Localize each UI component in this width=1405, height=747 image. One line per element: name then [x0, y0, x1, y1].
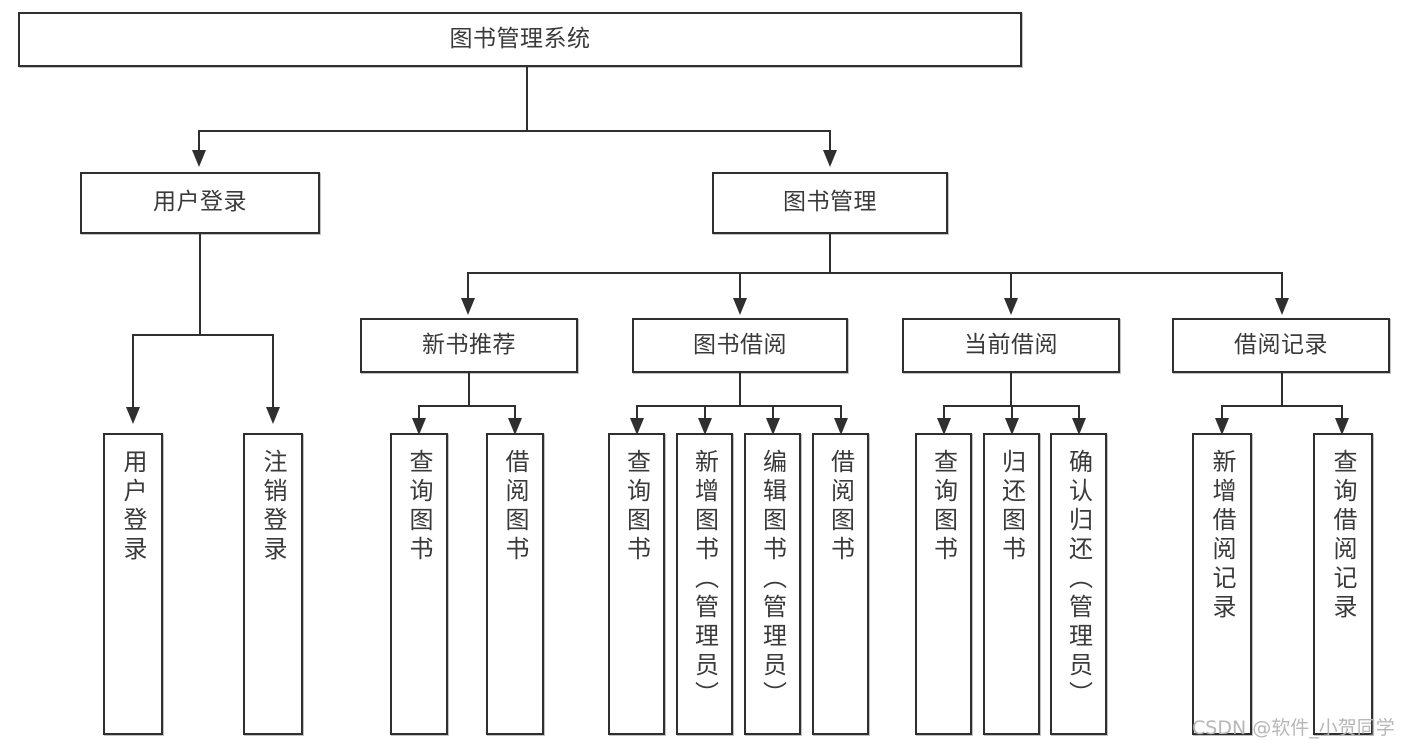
arrowhead-icon	[1072, 418, 1086, 435]
connector-current-borrow-stem	[1010, 373, 1012, 407]
connector-book-manage-drop-2	[739, 272, 741, 302]
connector-root-to-user-login	[198, 130, 200, 155]
node-user-login[interactable]: 用户登录	[80, 172, 320, 234]
leaf-query-book-current[interactable]: 查询图书	[915, 433, 972, 735]
arrowhead-icon	[1004, 298, 1018, 315]
node-label: 新书推荐	[422, 331, 516, 358]
leaf-add-book-admin[interactable]: 新增图书（管理员）	[676, 433, 733, 735]
connector-book-borrow-drop-1	[636, 405, 638, 425]
node-label: 图书管理系统	[449, 25, 591, 52]
leaf-return-book[interactable]: 归还图书	[983, 433, 1040, 735]
node-label: 查询借阅记录	[1329, 449, 1357, 623]
node-book-management[interactable]: 图书管理	[712, 172, 948, 234]
connector-book-borrow-drop-2	[704, 405, 706, 425]
connector-user-login-bar	[132, 334, 274, 336]
node-label: 查询图书	[622, 449, 651, 565]
connector-book-manage-stem	[829, 234, 831, 274]
node-label: 注销登录	[259, 449, 287, 565]
arrowhead-icon	[698, 418, 712, 435]
connector-book-borrow-drop-3	[772, 405, 774, 425]
node-new-book-recommend[interactable]: 新书推荐	[360, 318, 578, 373]
connector-new-book-bar	[418, 405, 516, 407]
arrowhead-icon	[192, 150, 206, 167]
node-label: 借阅图书	[501, 449, 529, 565]
arrowhead-icon	[630, 418, 644, 435]
connector-book-manage-drop-4	[1281, 272, 1283, 302]
leaf-query-book-borrow[interactable]: 查询图书	[608, 433, 665, 735]
connector-current-borrow-drop-3	[1078, 405, 1080, 425]
arrowhead-icon	[126, 407, 140, 424]
node-borrow-record[interactable]: 借阅记录	[1172, 318, 1390, 373]
arrowhead-icon	[937, 418, 951, 435]
leaf-query-book-newbook[interactable]: 查询图书	[390, 433, 448, 735]
leaf-edit-book-admin[interactable]: 编辑图书（管理员）	[744, 433, 801, 735]
arrowhead-icon	[834, 418, 848, 435]
node-label: 新增图书（管理员）	[690, 449, 719, 710]
connector-new-book-drop-2	[514, 405, 516, 425]
connector-root-to-book-manage	[829, 130, 831, 155]
node-root-system[interactable]: 图书管理系统	[18, 12, 1022, 67]
connector-user-login-stem	[199, 234, 201, 336]
leaf-logout[interactable]: 注销登录	[243, 433, 303, 735]
connector-book-manage-bar	[467, 272, 1281, 274]
leaf-borrow-book-borrow[interactable]: 借阅图书	[812, 433, 869, 735]
connector-user-login-drop-2	[272, 334, 274, 412]
arrowhead-icon	[1275, 298, 1289, 315]
node-label: 借阅图书	[826, 449, 855, 565]
connector-book-borrow-stem	[739, 373, 741, 407]
node-label: 用户登录	[119, 449, 147, 565]
node-current-borrow[interactable]: 当前借阅	[902, 318, 1120, 373]
connector-current-borrow-drop-1	[943, 405, 945, 425]
leaf-add-borrow-record[interactable]: 新增借阅记录	[1192, 433, 1252, 735]
connector-borrow-record-drop-1	[1221, 405, 1223, 425]
node-label: 归还图书	[997, 449, 1026, 565]
leaf-query-borrow-record[interactable]: 查询借阅记录	[1313, 433, 1373, 735]
connector-book-manage-drop-3	[1010, 272, 1012, 302]
node-label: 查询图书	[929, 449, 958, 565]
connector-root-stem	[526, 67, 528, 132]
node-label: 新增借阅记录	[1208, 449, 1236, 623]
arrowhead-icon	[1215, 418, 1229, 435]
node-label: 图书管理	[783, 189, 877, 216]
arrowhead-icon	[266, 407, 280, 424]
leaf-confirm-return-admin[interactable]: 确认归还（管理员）	[1050, 433, 1107, 735]
arrowhead-icon	[412, 418, 426, 435]
node-label: 图书借阅	[693, 331, 787, 358]
node-label: 用户登录	[153, 189, 247, 216]
leaf-user-login[interactable]: 用户登录	[103, 433, 163, 735]
connector-borrow-record-bar	[1221, 405, 1343, 407]
node-book-borrow[interactable]: 图书借阅	[632, 318, 848, 373]
connector-borrow-record-stem	[1281, 373, 1283, 407]
leaf-borrow-book-newbook[interactable]: 借阅图书	[486, 433, 544, 735]
arrowhead-icon	[766, 418, 780, 435]
connector-current-borrow-drop-2	[1011, 405, 1013, 425]
arrowhead-icon	[733, 298, 747, 315]
node-label: 编辑图书（管理员）	[758, 449, 787, 710]
connector-root-bar	[198, 130, 830, 132]
arrowhead-icon	[461, 298, 475, 315]
arrowhead-icon	[1335, 418, 1349, 435]
connector-book-manage-drop-1	[467, 272, 469, 302]
connector-new-book-stem	[468, 373, 470, 407]
node-label: 当前借阅	[964, 331, 1058, 358]
arrowhead-icon	[1005, 418, 1019, 435]
node-label: 确认归还（管理员）	[1064, 449, 1093, 710]
node-label: 查询图书	[405, 449, 433, 565]
connector-book-borrow-bar	[636, 405, 840, 407]
arrowhead-icon	[823, 150, 837, 167]
connector-borrow-record-drop-2	[1341, 405, 1343, 425]
arrowhead-icon	[508, 418, 522, 435]
connector-new-book-drop-1	[418, 405, 420, 425]
connector-user-login-drop-1	[132, 334, 134, 412]
node-label: 借阅记录	[1234, 331, 1328, 358]
connector-book-borrow-drop-4	[840, 405, 842, 425]
